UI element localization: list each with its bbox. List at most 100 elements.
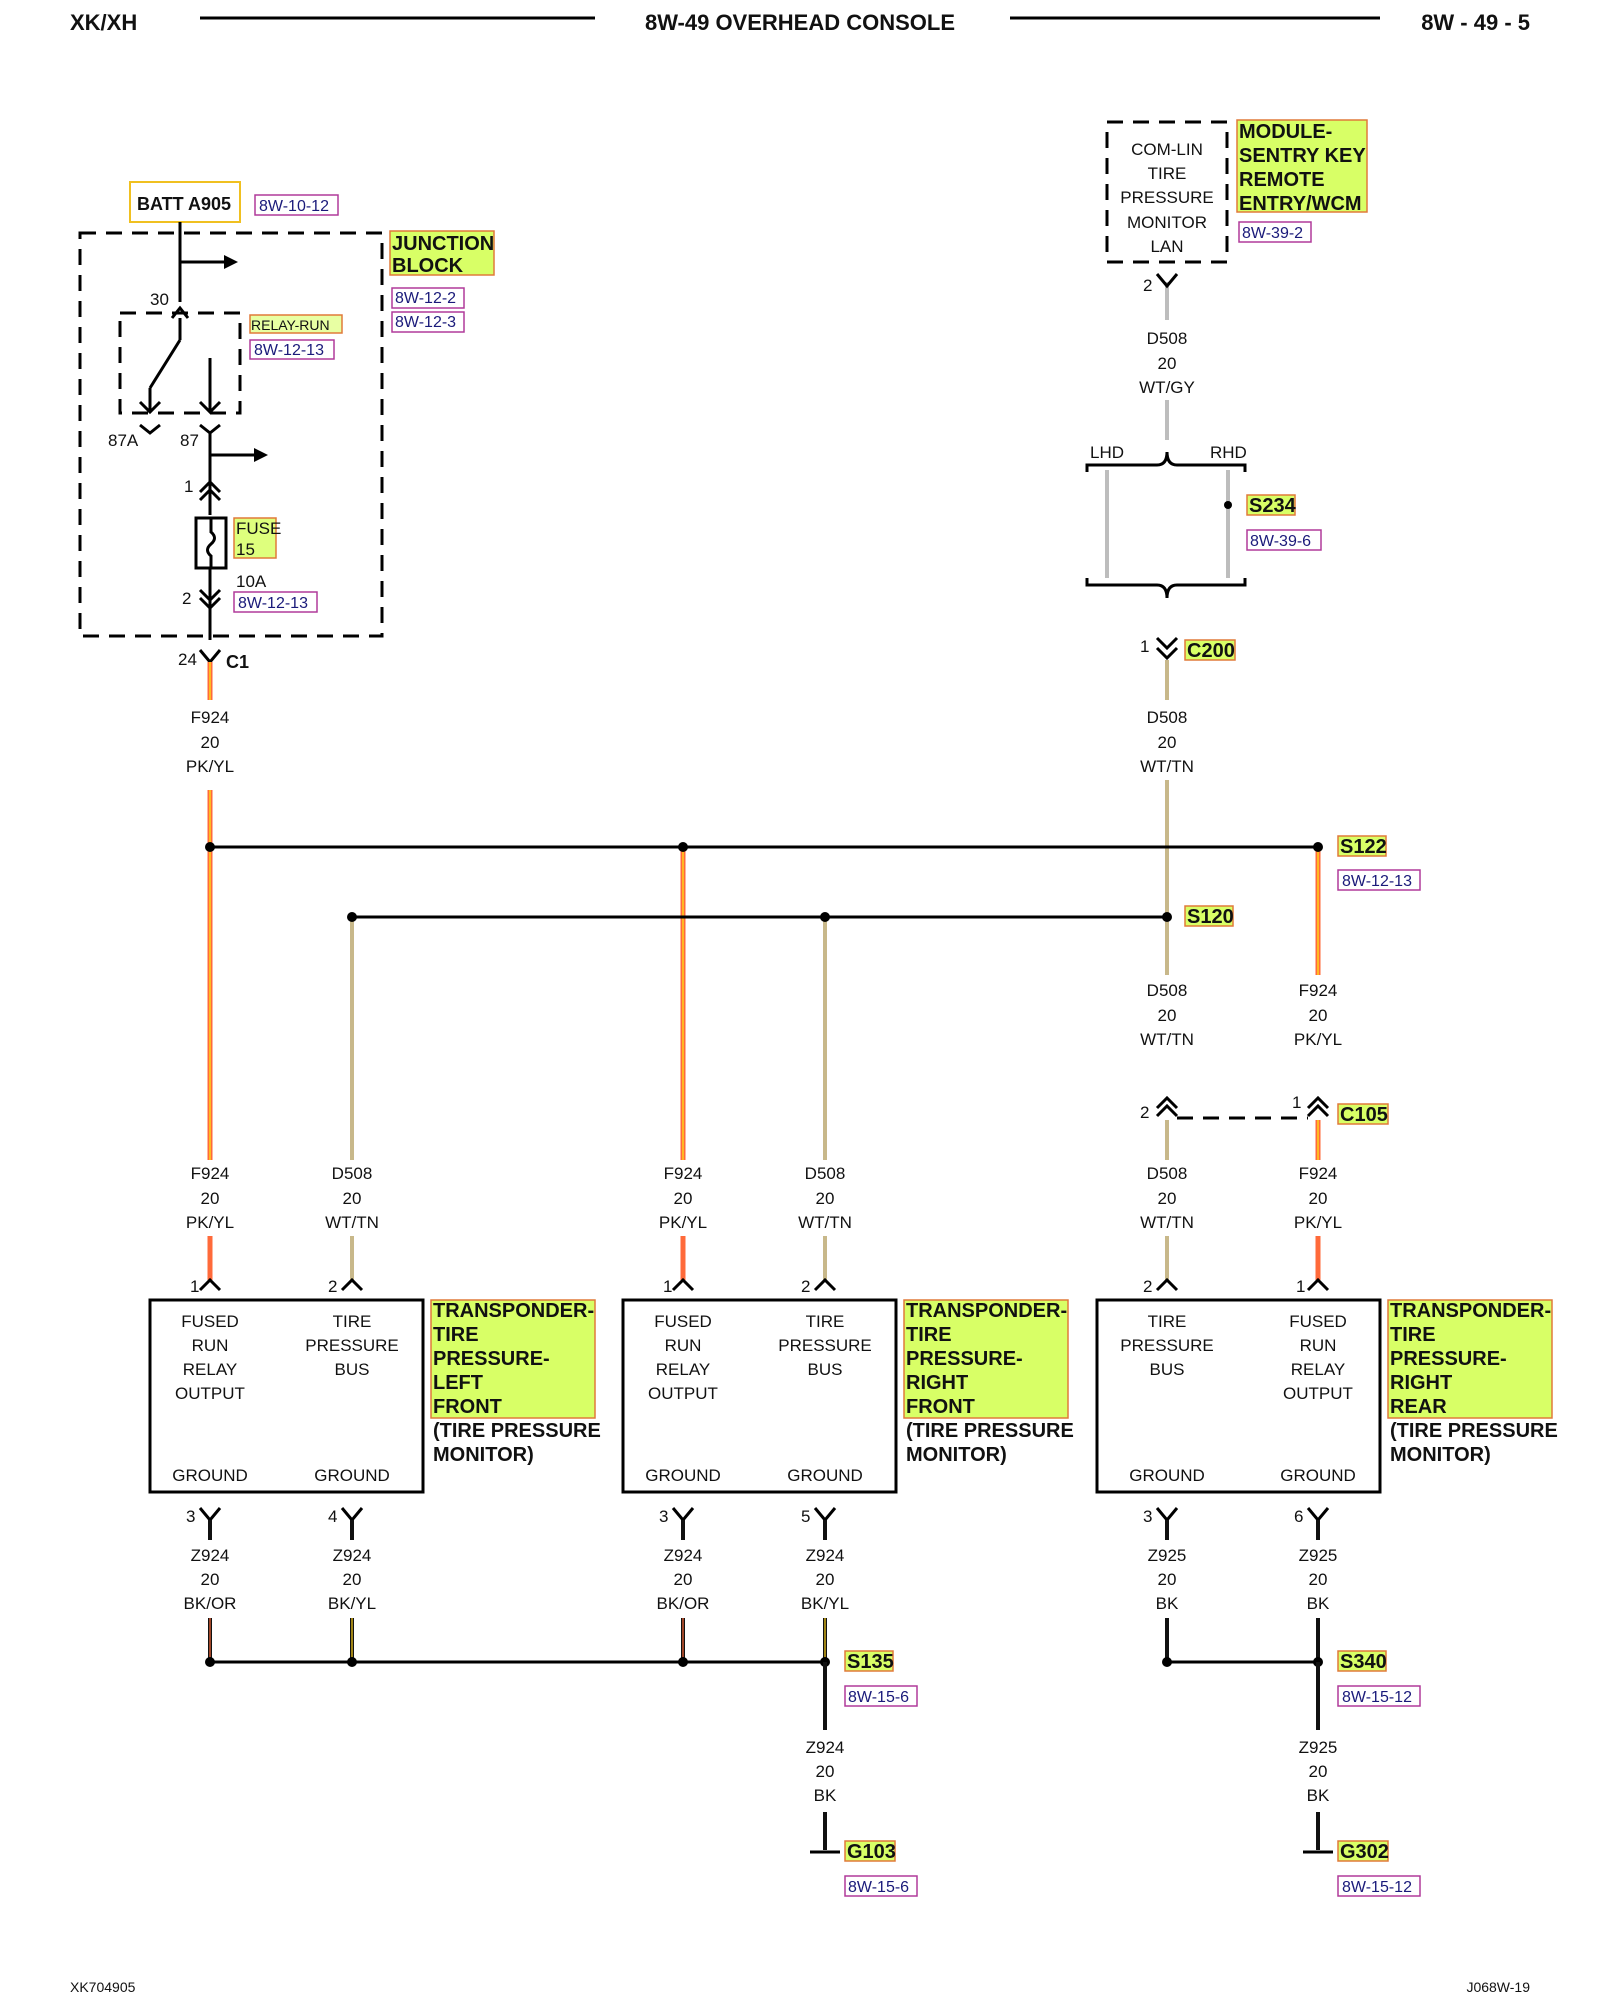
rr-name-highlight — [1387, 1299, 1553, 1419]
module-ref-box[interactable] — [1238, 221, 1312, 243]
rr-ground-right: GROUND — [1280, 1466, 1356, 1485]
rf-pin-3-symbol — [671, 1507, 695, 1523]
f924-c1-gauge: 20 — [201, 733, 220, 752]
footer-right: J068W-19 — [1466, 1979, 1530, 1995]
relay-run-label: RELAY-RUN — [251, 317, 330, 333]
rr-left-line-1: TIRE — [1148, 1312, 1187, 1331]
fuse-pin-out: 2 — [182, 589, 191, 608]
s135-ref-link[interactable]: 8W-15-6 — [848, 1689, 909, 1706]
s122-node-rf — [678, 842, 688, 852]
d508-wtgy-gauge: 20 — [1158, 354, 1177, 373]
rr-name-3: PRESSURE- — [1390, 1348, 1507, 1370]
s120-node-rr — [1162, 912, 1172, 922]
lf-name-2: TIRE — [433, 1324, 479, 1346]
rr-name-4: RIGHT — [1390, 1372, 1452, 1394]
s340-ref-box[interactable] — [1337, 1685, 1421, 1707]
transponder-right-front: 1 2 FUSED RUN RELAY OUTPUT TIRE PRESSURE… — [621, 1277, 1074, 1526]
s122-ref-box[interactable] — [1337, 869, 1421, 891]
fuse-pin-out-symbol-1 — [198, 588, 222, 603]
junction-ref-1-box[interactable] — [391, 287, 465, 309]
lf-pin-top-left: 1 — [190, 1277, 199, 1296]
module-ref-link[interactable]: 8W-39-2 — [1242, 225, 1303, 242]
rr-pin-3-symbol — [1155, 1507, 1179, 1523]
g302-wire-gauge: 20 — [1309, 1762, 1328, 1781]
rr-d508-color: WT/TN — [1140, 1213, 1194, 1232]
lf-pin-4-symbol — [340, 1507, 364, 1523]
rr-name-1: TRANSPONDER- — [1390, 1300, 1551, 1322]
c105-highlight — [1337, 1103, 1389, 1125]
lf-name-4: LEFT — [433, 1372, 483, 1394]
rf-left-line-1: FUSED — [654, 1312, 712, 1331]
lf-right-line-1: TIRE — [333, 1312, 372, 1331]
s340-label: S340 — [1340, 1651, 1387, 1673]
rf-name-3: PRESSURE- — [906, 1348, 1023, 1370]
junction-ref-2-box[interactable] — [391, 311, 465, 333]
relay-switch-blade — [148, 339, 182, 389]
batt-ref-box[interactable] — [254, 194, 339, 216]
module-line-5: LAN — [1150, 237, 1183, 256]
g103-ref-link[interactable]: 8W-15-6 — [848, 1879, 909, 1896]
lf-sub-2: MONITOR) — [433, 1444, 534, 1466]
s234-highlight — [1246, 494, 1296, 516]
s340-highlight — [1337, 1650, 1387, 1672]
s234-splice-dot — [1224, 501, 1232, 509]
relay-87a-contact — [138, 400, 162, 415]
batt-label-box — [129, 181, 241, 223]
lf-left-line-3: RELAY — [183, 1360, 238, 1379]
rf-left-line-2: RUN — [665, 1336, 702, 1355]
s234-ref-box[interactable] — [1246, 529, 1322, 551]
module-line-4: MONITOR — [1127, 213, 1207, 232]
d508-c200-gauge: 20 — [1158, 733, 1177, 752]
lf-gnd-a-circuit: Z924 — [191, 1546, 230, 1565]
lf-pin-bot-left: 3 — [186, 1507, 195, 1526]
variant-bottom-brace — [1085, 578, 1247, 599]
rf-right-line-2: PRESSURE — [778, 1336, 872, 1355]
s122-ref-link[interactable]: 8W-12-13 — [1342, 873, 1412, 890]
rf-name-2: TIRE — [906, 1324, 952, 1346]
lf-right-line-3: BUS — [335, 1360, 370, 1379]
s135-ref-box[interactable] — [844, 1685, 918, 1707]
rf-sub-2: MONITOR) — [906, 1444, 1007, 1466]
g302-ref-box[interactable] — [1337, 1875, 1421, 1897]
module-pin: 2 — [1143, 276, 1152, 295]
d508-wtgy-color: WT/GY — [1139, 378, 1195, 397]
fuse-element — [206, 518, 216, 568]
module-line-2: TIRE — [1148, 164, 1187, 183]
rr-gnd-b-color: BK — [1307, 1594, 1330, 1613]
fuse-ref-link[interactable]: 8W-12-13 — [238, 595, 308, 612]
rf-pin-bot-right: 5 — [801, 1507, 810, 1526]
c105-right-symbol-1 — [1306, 1095, 1330, 1110]
module-pin-symbol — [1155, 273, 1179, 289]
rr-name-2: TIRE — [1390, 1324, 1436, 1346]
g302-ref-link[interactable]: 8W-15-12 — [1342, 1879, 1412, 1896]
lf-box — [148, 1298, 425, 1494]
c105-left-symbol-1 — [1155, 1095, 1179, 1110]
s340-ref-link[interactable]: 8W-15-12 — [1342, 1689, 1412, 1706]
d508-wtgy-circuit: D508 — [1147, 329, 1188, 348]
rr-pin-1-symbol — [1306, 1277, 1330, 1292]
rf-f924-color: PK/YL — [659, 1213, 707, 1232]
fuse-ref-box[interactable] — [233, 591, 318, 613]
lf-pin-2-symbol — [340, 1277, 364, 1292]
g103-ref-box[interactable] — [844, 1875, 918, 1897]
lf-sub-1: (TIRE PRESSURE — [433, 1420, 601, 1442]
f924-c1-color: PK/YL — [186, 757, 234, 776]
rf-gnd-a-circuit: Z924 — [664, 1546, 703, 1565]
fuse-rating: 10A — [236, 572, 267, 591]
batt-ref-link[interactable]: 8W-10-12 — [259, 198, 329, 215]
g103-highlight — [844, 1840, 896, 1862]
c105-right-symbol-2 — [1306, 1103, 1330, 1118]
s135-node-3 — [678, 1657, 688, 1667]
lf-name-5: FRONT — [433, 1396, 502, 1418]
lf-right-line-2: PRESSURE — [305, 1336, 399, 1355]
junction-ref-2-link[interactable]: 8W-12-3 — [395, 314, 456, 331]
g302-wire-color: BK — [1307, 1786, 1330, 1805]
c200-symbol-1 — [1155, 636, 1179, 651]
s234-ref-link[interactable]: 8W-39-6 — [1250, 533, 1311, 550]
rr-name-5: REAR — [1390, 1396, 1447, 1418]
d508-pre-c105-color: WT/TN — [1140, 1030, 1194, 1049]
relay-ref-box[interactable] — [249, 339, 335, 360]
relay-ref-link[interactable]: 8W-12-13 — [254, 342, 324, 359]
junction-ref-1-link[interactable]: 8W-12-2 — [395, 290, 456, 307]
lf-f924-color: PK/YL — [186, 1213, 234, 1232]
